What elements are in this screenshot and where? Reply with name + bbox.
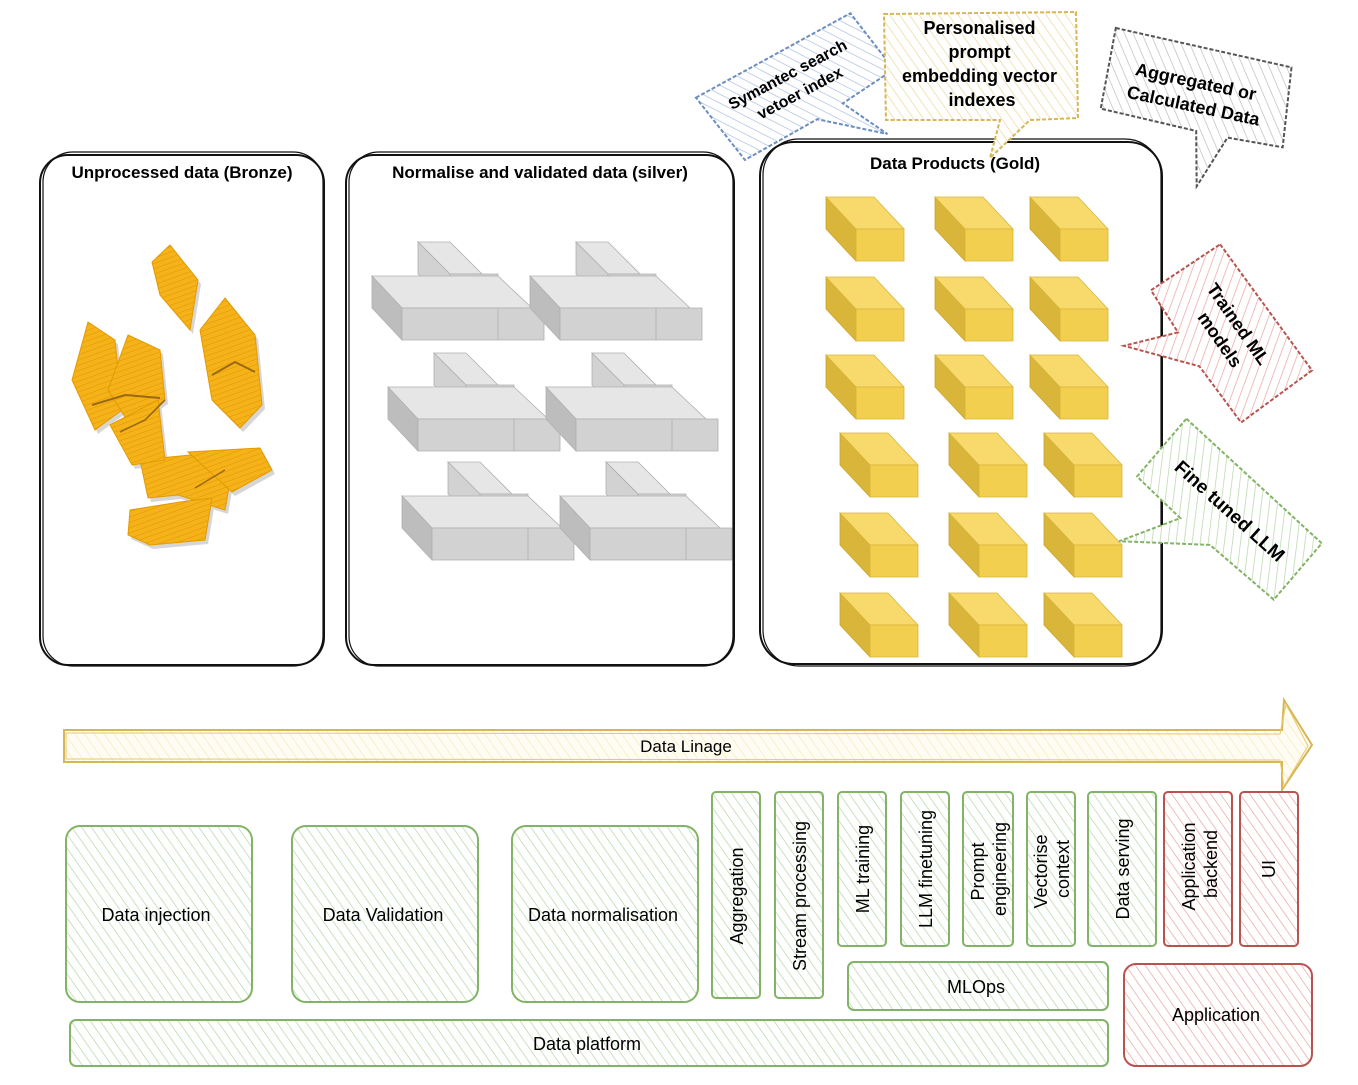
- prompt-engineering-box[interactable]: Prompt engineering: [962, 791, 1014, 947]
- prompt-engineering-line-2: engineering: [990, 822, 1010, 916]
- data-lineage-label: Data Linage: [640, 737, 732, 756]
- vectorise-context-line-1: Vectorise: [1031, 834, 1051, 908]
- data-platform-label: Data platform: [533, 1034, 641, 1054]
- aggregation-label: Aggregation: [727, 847, 747, 944]
- data-injection-box[interactable]: Data injection: [65, 825, 253, 1003]
- callout-personalised-text: Personalised prompt embedding vector ind…: [902, 18, 1062, 110]
- gold-layer-title: Data Products (Gold): [870, 154, 1040, 173]
- silver-block: [387, 352, 561, 453]
- gold-block: [948, 511, 1028, 579]
- bronze-ore-cluster: [71, 244, 275, 549]
- aggregation-box[interactable]: Aggregation: [711, 791, 761, 999]
- gold-layer[interactable]: Data Products (Gold): [759, 138, 1163, 667]
- gold-block: [825, 275, 905, 343]
- silver-block: [401, 461, 575, 562]
- data-normalisation-label: Data normalisation: [528, 905, 678, 925]
- application-box[interactable]: Application: [1123, 963, 1313, 1067]
- gold-block: [934, 353, 1014, 421]
- gold-block: [948, 591, 1028, 659]
- silver-layer[interactable]: Normalise and validated data (silver): [345, 151, 735, 667]
- silver-block: [529, 241, 703, 342]
- silver-block: [559, 461, 733, 562]
- gold-block: [839, 431, 919, 499]
- silver-layer-title: Normalise and validated data (silver): [392, 163, 688, 182]
- application-backend-label: Application backend: [1179, 817, 1221, 910]
- data-injection-label: Data injection: [101, 905, 210, 925]
- gold-block: [1029, 275, 1109, 343]
- mlops-box[interactable]: MLOps: [847, 961, 1109, 1011]
- application-backend-line-2: backend: [1201, 830, 1221, 898]
- prompt-engineering-line-1: Prompt: [968, 842, 988, 900]
- gold-block: [825, 353, 905, 421]
- ml-training-label: ML training: [853, 825, 873, 913]
- mlops-label: MLOps: [947, 977, 1005, 997]
- bronze-layer-title: Unprocessed data (Bronze): [71, 163, 292, 182]
- vectorise-context-label: Vectorise context: [1031, 829, 1073, 908]
- gold-block: [1043, 431, 1123, 499]
- gold-block: [948, 431, 1028, 499]
- application-label: Application: [1172, 1005, 1260, 1025]
- callout-aggregated-data[interactable]: Aggregated or Calculated Data: [1087, 26, 1300, 202]
- callout-personalised-embeddings[interactable]: Personalised prompt embedding vector ind…: [882, 10, 1080, 162]
- gold-block: [839, 591, 919, 659]
- callout-personalised-line-4: indexes: [948, 90, 1015, 110]
- gold-block: [1029, 195, 1109, 263]
- gold-block: [934, 195, 1014, 263]
- gold-block: [839, 511, 919, 579]
- bronze-layer[interactable]: Unprocessed data (Bronze): [39, 151, 325, 667]
- data-serving-box[interactable]: Data serving: [1087, 791, 1157, 947]
- gold-block: [934, 275, 1014, 343]
- application-backend-box[interactable]: Application backend: [1163, 791, 1233, 947]
- gold-block: [1029, 353, 1109, 421]
- data-validation-label: Data Validation: [323, 905, 444, 925]
- gold-block: [825, 195, 905, 263]
- data-validation-box[interactable]: Data Validation: [291, 825, 479, 1003]
- vectorise-context-box[interactable]: Vectorise context: [1026, 791, 1076, 947]
- stream-processing-box[interactable]: Stream processing: [774, 791, 824, 999]
- prompt-engineering-label: Prompt engineering: [968, 822, 1010, 916]
- stream-processing-label: Stream processing: [790, 821, 810, 971]
- callout-trained-ml-models[interactable]: Trained ML models: [1107, 241, 1314, 452]
- callout-fine-tuned-llm[interactable]: Fine tuned LLM: [1095, 417, 1324, 645]
- data-serving-label: Data serving: [1113, 818, 1133, 919]
- ui-label: UI: [1259, 860, 1279, 878]
- ui-box[interactable]: UI: [1239, 791, 1299, 947]
- ml-training-box[interactable]: ML training: [837, 791, 887, 947]
- gold-block: [1043, 591, 1123, 659]
- vectorise-context-line-2: context: [1053, 840, 1073, 898]
- gold-block: [1043, 511, 1123, 579]
- silver-block: [371, 241, 545, 342]
- gold-block-group: [825, 195, 1123, 659]
- callout-personalised-line-1: Personalised: [923, 18, 1035, 38]
- callout-personalised-line-2: prompt: [948, 42, 1010, 62]
- silver-block: [545, 352, 719, 453]
- application-backend-line-1: Application: [1179, 822, 1199, 910]
- data-lineage-arrow[interactable]: Data Linage: [63, 696, 1314, 794]
- callout-personalised-line-3: embedding vector: [902, 66, 1057, 86]
- data-platform-box[interactable]: Data platform: [69, 1019, 1109, 1067]
- llm-finetuning-box[interactable]: LLM finetuning: [900, 791, 950, 947]
- callout-semantic-search[interactable]: Symantec search vetoer index: [694, 8, 919, 206]
- silver-block-group: [371, 241, 733, 562]
- data-normalisation-box[interactable]: Data normalisation: [511, 825, 699, 1003]
- llm-finetuning-label: LLM finetuning: [916, 810, 936, 928]
